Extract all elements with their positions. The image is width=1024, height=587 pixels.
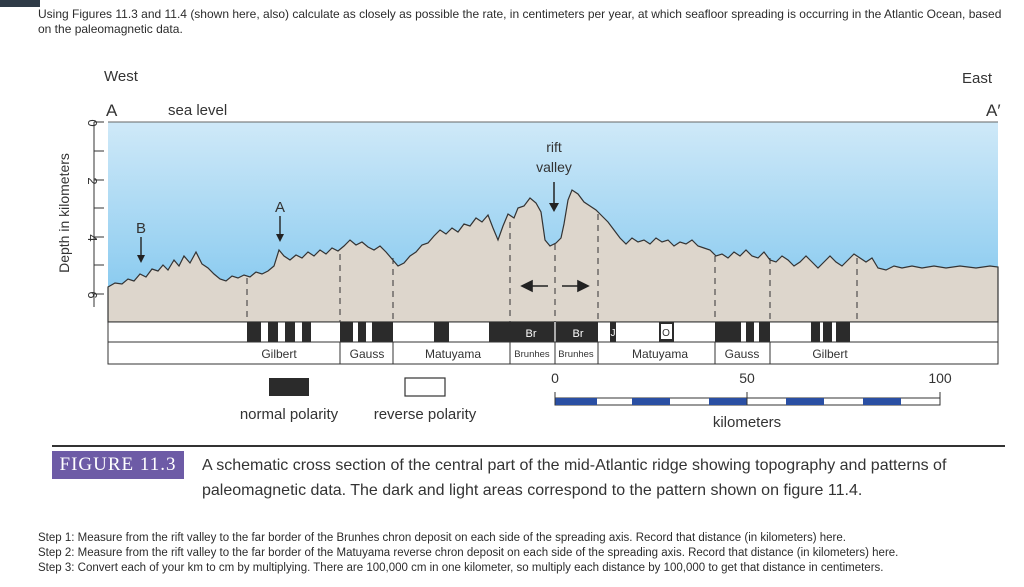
legend-reverse-label: reverse polarity	[374, 406, 477, 423]
epoch-matuyama-east: Matuyama	[632, 347, 688, 361]
figure-tag: FIGURE 11.3	[52, 451, 184, 479]
marker-b-arrowhead	[137, 255, 145, 263]
epoch-brunhes-east: Brunhes	[558, 349, 594, 360]
rift-label-1: rift	[546, 139, 562, 155]
step-1: Step 1: Measure from the rift valley to …	[38, 532, 846, 544]
corner-tab	[0, 0, 40, 7]
rift-arrowhead	[549, 203, 559, 212]
epoch-gilbert-east: Gilbert	[812, 347, 848, 361]
marker-b-label: B	[136, 220, 146, 237]
stripe-br-right: Br	[573, 328, 584, 340]
y-tick-6: 6	[85, 291, 100, 298]
epoch-gauss-east: Gauss	[725, 347, 760, 361]
y-axis-label: Depth in kilometers	[56, 153, 72, 273]
step-3: Step 3: Convert each of your km to cm by…	[38, 562, 884, 574]
scale-bar: 0 50 100 kilometers	[551, 370, 952, 431]
polarity-stripes: Br Br J O	[107, 321, 999, 343]
seafloor-rock	[107, 189, 999, 323]
point-a-left: A	[106, 101, 118, 120]
epoch-boundaries	[246, 214, 858, 322]
stripe-j: J	[611, 328, 616, 339]
epoch-matuyama-west: Matuyama	[425, 347, 481, 361]
west-label: West	[104, 68, 139, 85]
rift-label-2: valley	[536, 159, 572, 175]
scale-tick-100: 100	[928, 370, 952, 386]
epoch-row: Gilbert Gauss Matuyama Brunhes Brunhes M…	[107, 341, 999, 365]
y-tick-2: 2	[85, 177, 100, 184]
normal-polarity-swatch	[269, 378, 309, 396]
scale-tick-0: 0	[551, 370, 559, 386]
question-text: Using Figures 11.3 and 11.4 (shown here,…	[38, 7, 1002, 36]
spreading-arrows	[520, 279, 590, 293]
scale-tick-50: 50	[739, 370, 755, 386]
scale-unit-label: kilometers	[713, 414, 781, 431]
depth-axis: 0 2 4 6 Depth in kilometers	[56, 119, 104, 307]
east-label: East	[962, 70, 993, 87]
stripe-br-left: Br	[526, 328, 537, 340]
epoch-gilbert-west: Gilbert	[261, 347, 297, 361]
steps-list: Step 1: Measure from the rift valley to …	[38, 531, 1018, 576]
reverse-polarity-swatch	[404, 377, 446, 397]
step-2: Step 2: Measure from the rift valley to …	[38, 547, 899, 559]
caption-rule	[52, 445, 1005, 447]
figure-caption: A schematic cross section of the central…	[202, 457, 947, 499]
stripe-o: O	[662, 328, 670, 339]
epoch-gauss-west: Gauss	[350, 347, 385, 361]
epoch-brunhes-west: Brunhes	[514, 349, 550, 360]
y-tick-4: 4	[85, 234, 100, 241]
y-tick-0: 0	[85, 119, 100, 126]
marker-a-label: A	[275, 199, 285, 216]
ridge-cross-section-diagram: rift valley A B West East A A′ sea level…	[56, 68, 1001, 431]
point-a-right: A′	[986, 101, 1001, 120]
sea-level-label: sea level	[168, 102, 227, 119]
legend-normal-label: normal polarity	[240, 406, 339, 423]
marker-a-arrowhead	[276, 234, 284, 242]
